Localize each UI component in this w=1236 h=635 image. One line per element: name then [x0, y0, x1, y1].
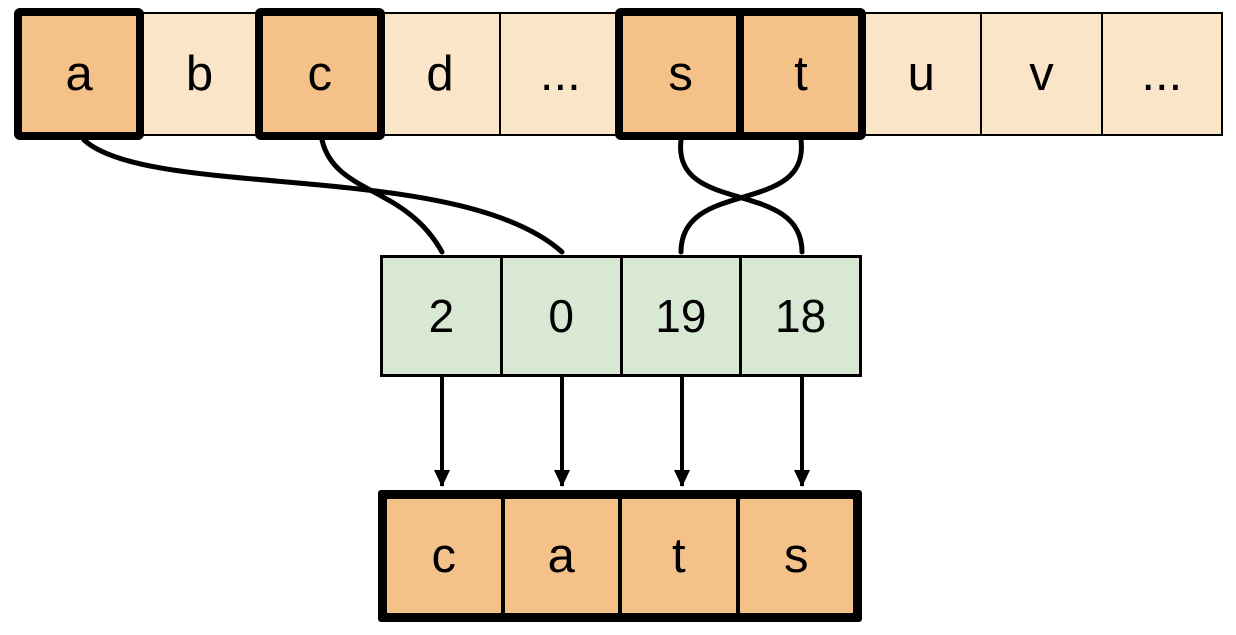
index-array: 2 0 19 18: [380, 255, 862, 377]
arrow-c-to-2: [319, 137, 445, 255]
output-array: c a t s: [378, 490, 862, 622]
alphabet-cell-c: c: [254, 8, 385, 140]
alphabet-cell-b: b: [138, 12, 261, 136]
output-cell-3: s: [737, 497, 855, 615]
alphabet-array: a b c d ... s t u v ...: [13, 8, 1223, 140]
alphabet-cell-t: t: [735, 8, 867, 140]
output-cell-1: a: [502, 497, 620, 615]
index-cell-1: 0: [499, 255, 623, 377]
index-cell-3: 18: [739, 255, 862, 377]
arrow-t-to-19: [678, 137, 804, 255]
alphabet-cell-ellipsis-1: ...: [499, 12, 622, 136]
alphabet-cell-s: s: [615, 8, 746, 140]
output-cell-2: t: [620, 497, 738, 615]
alphabet-cell-a: a: [13, 8, 145, 140]
alphabet-cell-ellipsis-2: ...: [1100, 12, 1223, 136]
alphabet-cell-u: u: [860, 12, 983, 136]
arrow-a-to-0: [81, 137, 565, 255]
alphabet-cell-v: v: [980, 12, 1103, 136]
output-cell-0: c: [385, 497, 503, 615]
